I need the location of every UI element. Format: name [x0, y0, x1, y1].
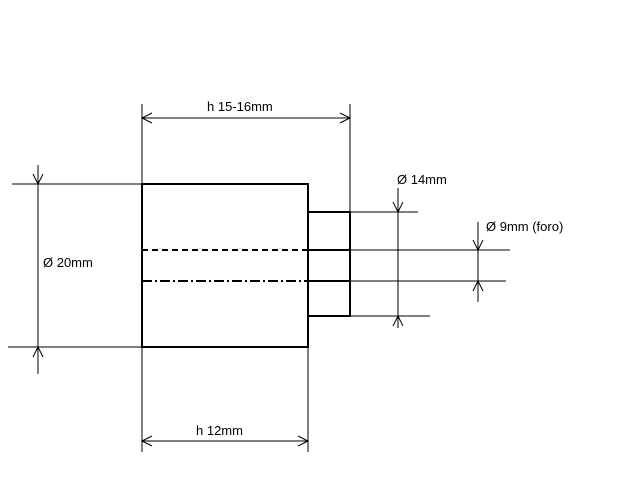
arrow-bore-top	[472, 239, 484, 252]
main-body-outline	[141, 183, 309, 348]
arrow-body-top	[32, 173, 44, 186]
arrow-body-bottom	[32, 345, 44, 358]
arrow-bore-bottom	[472, 279, 484, 292]
label-bore-diameter: Ø 9mm (foro)	[486, 219, 563, 234]
arrow-step-bottom	[392, 314, 404, 327]
label-step-diameter: Ø 14mm	[397, 172, 447, 187]
arrow-length-right	[297, 435, 310, 447]
arrow-length-left	[140, 435, 153, 447]
arrow-overall-left	[140, 112, 153, 124]
label-body-length: h 12mm	[196, 423, 243, 438]
arrow-step-top	[392, 201, 404, 214]
label-body-diameter: Ø 20mm	[43, 255, 93, 270]
label-overall-length: h 15-16mm	[207, 99, 273, 114]
step-outline	[307, 211, 351, 317]
arrow-overall-right	[339, 112, 352, 124]
